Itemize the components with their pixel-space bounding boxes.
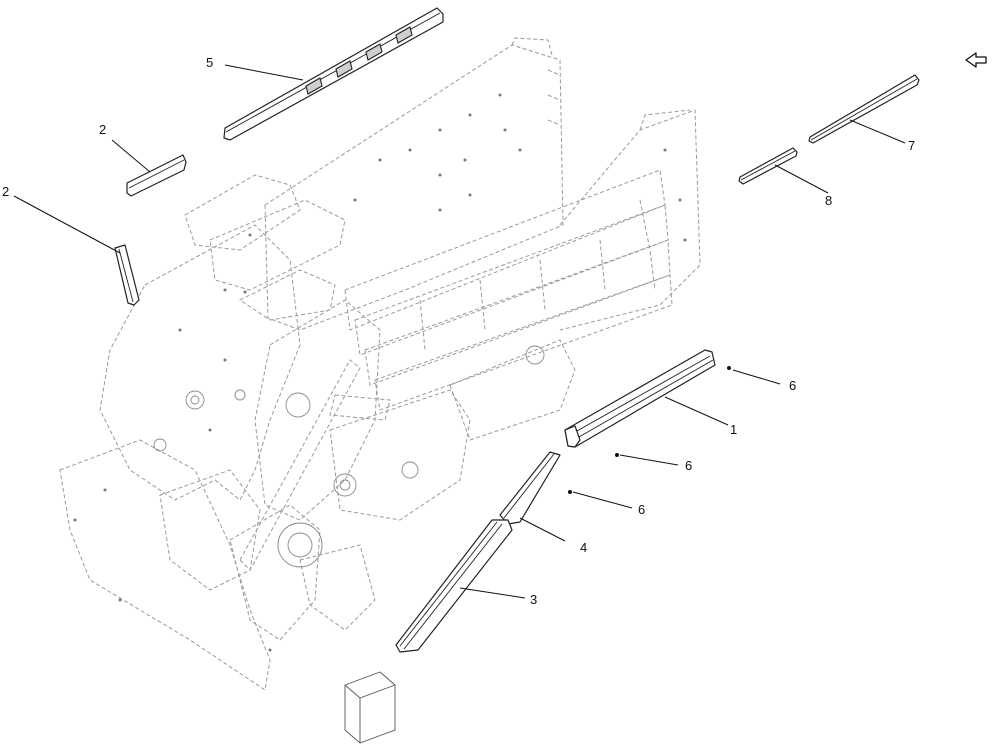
block-component [344,671,396,744]
callout-8: 8 [825,193,832,208]
leader-lines [13,64,906,599]
callout-7: 7 [908,138,915,153]
callout-4: 4 [580,540,587,555]
fastener-6c [568,490,572,494]
part-1-channel [564,349,716,448]
callout-6-middle: 6 [685,458,692,473]
part-2-upper-bracket [126,154,187,197]
callout-2-left: 2 [2,184,9,199]
fastener-6a [727,366,731,370]
callout-5: 5 [206,55,213,70]
part-2-vertical-bracket [114,244,140,306]
callout-2-upper: 2 [99,122,106,137]
part-5-upper-channel [223,7,444,141]
callout-6-lower: 6 [638,502,645,517]
part-3-channel [395,519,513,653]
chassis-frame [59,37,701,691]
part-8-rail [738,147,798,185]
callout-1: 1 [730,422,737,437]
callout-3: 3 [530,592,537,607]
arrow-icon [965,52,987,68]
part-7-rail [808,74,920,144]
part-4-channel [499,451,561,525]
callout-6-upper: 6 [789,378,796,393]
fastener-6b [615,453,619,457]
